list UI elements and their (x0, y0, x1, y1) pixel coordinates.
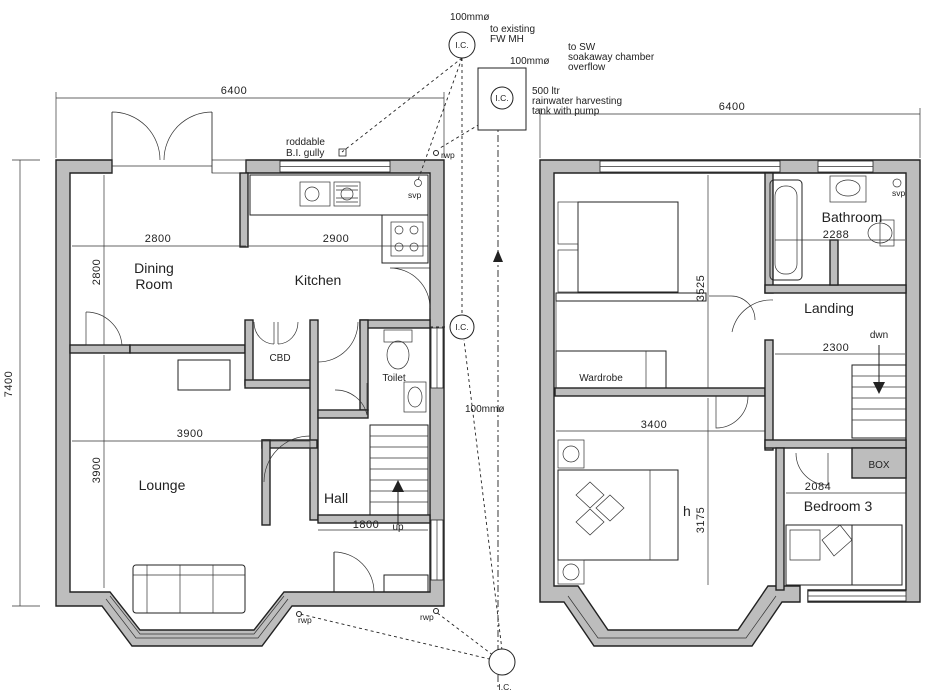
tank-label-line1: 500 ltr (532, 86, 560, 97)
hall-width-dim: 1800 (353, 519, 379, 531)
pipe-mid-label: 100mmø (510, 56, 549, 67)
hall-label: Hall (324, 490, 348, 506)
bedroom2-width-dim: 3400 (641, 419, 667, 431)
first-svp-label: svp (892, 188, 906, 198)
ground-internal-walls (69, 172, 431, 526)
ic-tank-label: I.C. (495, 93, 508, 103)
bedroom2-depth-dim: 3175 (695, 507, 707, 533)
first-total-width-dim: 6400 (719, 101, 745, 113)
first-floor-outer-wall (539, 159, 921, 647)
front-door (333, 519, 444, 593)
ground-door-swings (85, 267, 431, 483)
landing-width-dim: 2300 (823, 342, 849, 354)
roddable-gully-label-line2: B.I. gully (286, 148, 324, 159)
gully-marker (338, 148, 347, 157)
kitchen-rwp-marker (433, 150, 439, 156)
first-floor-windows (567, 160, 907, 639)
toilet-label: Toilet (382, 373, 406, 384)
lounge-bay-window (105, 595, 289, 639)
stairs-up-label: up (392, 522, 404, 533)
bedroom-partial-label: h (683, 503, 691, 519)
ic-top-label: I.C. (455, 40, 468, 50)
front-right-rwp-marker (433, 608, 439, 614)
bedroom1-depth-dim: 3525 (695, 275, 707, 301)
stairs-down-label: dwn (870, 330, 888, 341)
ground-total-width-dim: 6400 (221, 85, 247, 97)
sw-soakaway-label-line3: overflow (568, 62, 606, 73)
ic-chamber-top (448, 31, 476, 59)
landing-label: Landing (804, 300, 854, 316)
bedroom3-label: Bedroom 3 (804, 498, 873, 514)
bedroom3-width-dim: 2084 (805, 481, 831, 493)
first-dimension-lines (539, 108, 921, 585)
kitchen-width-dim: 2900 (323, 233, 349, 245)
dining-width-dim: 2800 (145, 233, 171, 245)
lounge-furniture (132, 359, 246, 614)
wardrobe-label: Wardrobe (579, 373, 623, 384)
lounge-width-dim: 3900 (177, 428, 203, 440)
cbd-label: CBD (269, 353, 290, 364)
bedroom-2-furniture (557, 439, 679, 585)
ground-floor-outer-wall (55, 159, 445, 647)
kitchen-label: Kitchen (295, 272, 342, 288)
ic-mid-label: I.C. (455, 322, 468, 332)
box-label: BOX (868, 460, 889, 471)
first-staircase (851, 345, 907, 439)
roddable-gully-label-line1: roddable (286, 137, 325, 148)
bedroom-1-furniture (555, 201, 829, 486)
ic-chamber-mid (449, 314, 475, 340)
existing-mh-label-line1: to existing (490, 24, 535, 35)
dining-depth-dim: 2800 (91, 259, 103, 285)
front-left-rwp-label: rwp (298, 615, 312, 625)
sw-soakaway-label-line1: to SW (568, 42, 596, 53)
drainage-layout (299, 31, 527, 690)
front-right-rwp-label: rwp (420, 612, 434, 622)
tank-label-line2: rainwater harvesting (532, 96, 622, 107)
kitchen-window (279, 160, 391, 173)
ic-chamber-bottom (488, 648, 516, 676)
first-floor-plan (539, 108, 921, 647)
bathroom-label: Bathroom (822, 209, 883, 225)
bathroom-fittings (769, 175, 902, 281)
existing-mh-label-line2: FW MH (490, 34, 524, 45)
ic-bottom-label: I.C. (498, 682, 511, 692)
dining-room-label-line2: Room (135, 276, 172, 292)
ground-staircase (369, 424, 429, 525)
ground-total-depth-dim: 7400 (3, 371, 15, 397)
first-internal-walls (554, 172, 907, 591)
kitchen-rwp-label: rwp (441, 150, 455, 160)
ic-chamber-tank (490, 86, 514, 110)
dining-room-label-line1: Dining (134, 260, 174, 276)
bedroom-3-furniture (785, 524, 903, 586)
kitchen-svp-label: svp (408, 190, 422, 200)
tank-label-line3: tank with pump (532, 106, 600, 117)
garden-french-doors (111, 111, 247, 174)
pipe-vertical-label: 100mmø (465, 404, 504, 415)
toilet-fittings (383, 327, 444, 413)
lounge-label: Lounge (139, 477, 186, 493)
pipe-top-label: 100mmø (450, 12, 489, 23)
bathroom-width-dim: 2288 (823, 229, 849, 241)
sw-soakaway-label-line2: soakaway chamber (568, 52, 655, 63)
ground-dimension-lines (12, 92, 445, 607)
lounge-depth-dim: 3900 (91, 457, 103, 483)
ground-floor-plan (12, 92, 445, 647)
kitchen-worktop (249, 174, 429, 264)
